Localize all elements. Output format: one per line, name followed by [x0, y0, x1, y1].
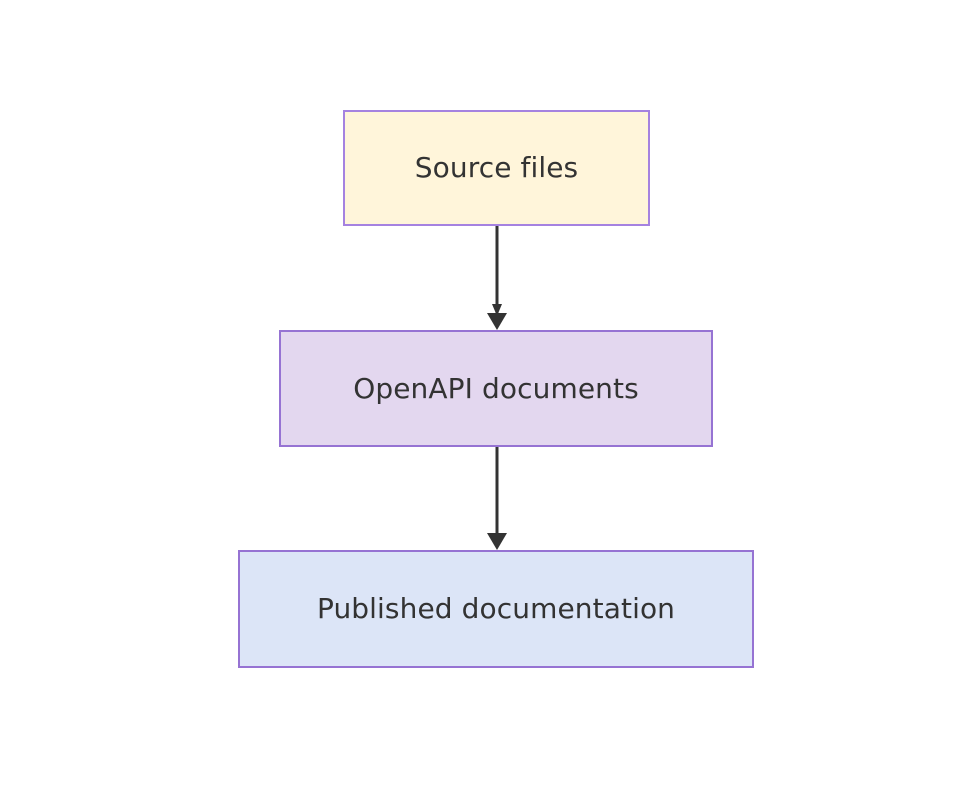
edge-openapi-to-published-arrowhead-icon [487, 533, 507, 550]
node-published-documentation-label: Published documentation [316, 592, 676, 626]
node-openapi-documents-label: OpenAPI documents [353, 371, 639, 405]
node-source-files-label: Source files [414, 151, 579, 185]
edge-openapi-to-published [487, 447, 507, 550]
node-published-documentation[interactable]: Published documentation [238, 550, 754, 668]
node-openapi-documents[interactable]: OpenAPI documents [279, 330, 713, 447]
edge-source-to-openapi [487, 226, 507, 330]
edge-source-to-openapi-arrowhead-icon [487, 313, 507, 330]
node-source-files[interactable]: Source files [343, 110, 650, 226]
